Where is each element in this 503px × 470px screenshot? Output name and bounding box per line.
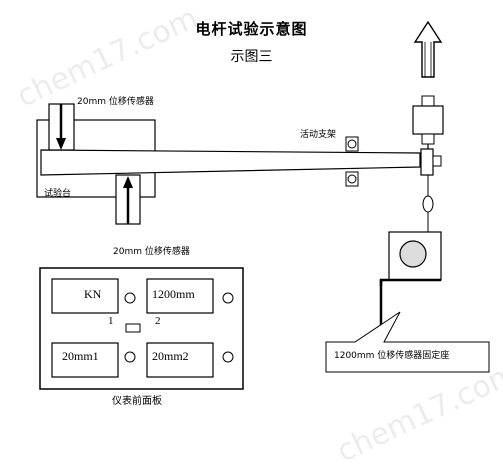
cable-hook [422, 195, 434, 213]
top-sensor-label: 20mm 位移传感器 [77, 97, 154, 107]
bottom-sensor-label: 20mm 位移传感器 [113, 247, 190, 257]
knob-2 [222, 292, 234, 304]
display-20mm2-text: 20mm2 [152, 349, 189, 363]
panel-caption: 仪表前面板 [112, 396, 162, 407]
pole-end-clamp [420, 148, 434, 176]
test-bench-label: 试验台 [44, 189, 72, 199]
pull-rod-block [412, 105, 444, 135]
pole [40, 149, 421, 176]
diagram-title: 电杆试验示意图 [195, 20, 308, 38]
selector-switch [125, 323, 141, 333]
diagram-subtitle: 示图三 [230, 49, 273, 65]
knob-4 [222, 351, 234, 363]
display-kn-text: KN [84, 287, 102, 301]
pull-rod-connector [421, 95, 435, 107]
display-20mm2 [146, 342, 214, 378]
knob-1 [124, 292, 136, 304]
bottom-sensor-arrowhead [123, 176, 133, 188]
display-20mm1-text: 20mm1 [62, 349, 99, 363]
fixed-seat-label: 1200mm 位移传感器固定座 [334, 351, 450, 361]
movable-support-top-roller [345, 136, 359, 152]
fixed-seat-callout [325, 311, 490, 373]
movable-support-label: 活动支架 [300, 130, 337, 140]
fixed-seat-bracket [379, 278, 441, 286]
diagram-canvas [36, 20, 490, 390]
top-sensor-arrowhead [56, 138, 66, 150]
display-1200mm [146, 278, 214, 314]
display-1200mm-text: 1200mm [152, 287, 195, 301]
knob-3 [124, 351, 136, 363]
display-kn [51, 278, 119, 314]
display-20mm1 [51, 342, 119, 378]
switch-label-1: 1 [108, 315, 114, 327]
pull-direction-arrow [413, 20, 443, 78]
movable-support-bottom-roller [345, 171, 359, 187]
switch-label-2: 2 [155, 315, 161, 327]
